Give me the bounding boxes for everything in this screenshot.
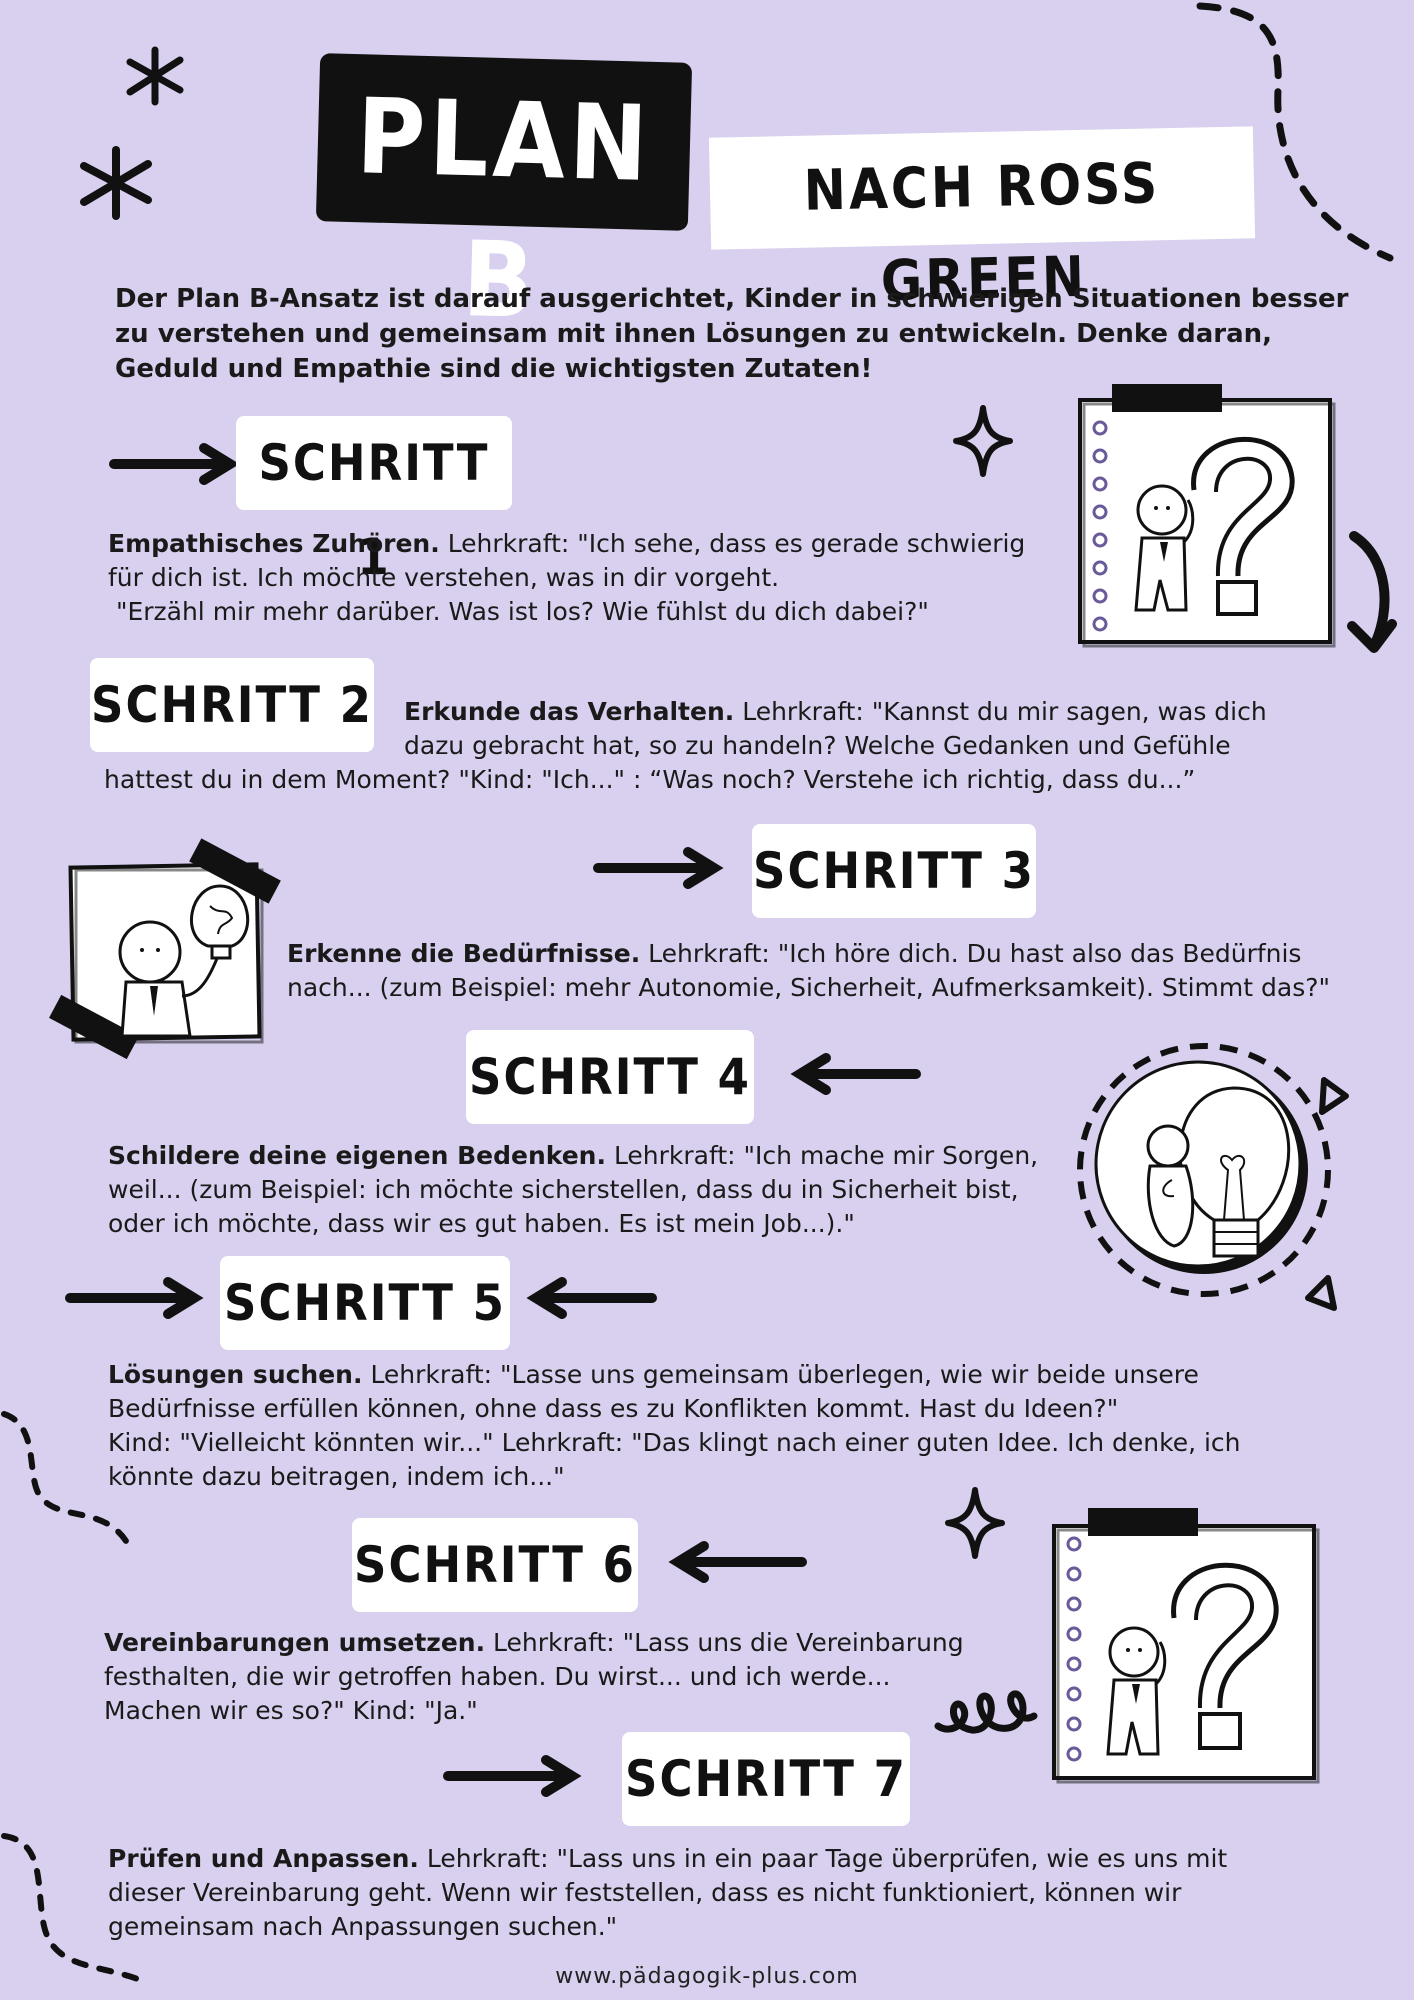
- asterisk-icon: [126, 46, 184, 106]
- arrow-icon: [65, 1277, 204, 1319]
- step-4-label: SCHRITT 4: [466, 1030, 754, 1124]
- step-7-heading: Prüfen und Anpassen.: [108, 1844, 419, 1873]
- step-2-label: SCHRITT 2: [90, 658, 374, 752]
- lightbulb-card-icon: [49, 838, 281, 1060]
- step-1-label: SCHRITT 1: [236, 416, 512, 586]
- step-5-label: SCHRITT 5: [220, 1256, 510, 1350]
- swirl-decoration: [934, 1690, 1038, 1734]
- step-5-heading: Lösungen suchen.: [108, 1360, 363, 1389]
- subtitle-banner: NACH ROSS GREEN: [708, 126, 1256, 314]
- intro-text: Der Plan B-Ansatz ist darauf ausgerichte…: [115, 284, 1349, 384]
- curved-arrow-icon: [1347, 531, 1397, 653]
- thinking-lightbulb-icon: [1077, 1043, 1349, 1311]
- dashed-curve-decoration: [1, 1411, 135, 1555]
- sparkle-icon: [945, 1487, 1005, 1559]
- asterisk-icon: [80, 146, 152, 220]
- step-4-heading: Schildere deine eigenen Bedenken.: [108, 1141, 606, 1170]
- step-2-text: Erkunde das Verhalten. Lehrkraft: "Kanns…: [104, 697, 1267, 794]
- step-4-text: Schildere deine eigenen Bedenken. Lehrkr…: [108, 1141, 1039, 1238]
- step-7-label: SCHRITT 7: [622, 1732, 910, 1826]
- step-7-text: Prüfen und Anpassen. Lehrkraft: "Lass un…: [108, 1844, 1228, 1941]
- arrow-icon: [526, 1277, 657, 1319]
- arrow-icon: [109, 443, 240, 485]
- step-3-text: Erkenne die Bedürfnisse. Lehrkraft: "Ich…: [287, 939, 1330, 1002]
- arrow-icon: [593, 847, 724, 889]
- sparkle-icon: [953, 405, 1013, 477]
- step-5-text: Lösungen suchen. Lehrkraft: "Lasse uns g…: [108, 1360, 1241, 1491]
- question-mark-card-icon: [1052, 1508, 1320, 1784]
- step-3-label: SCHRITT 3: [752, 824, 1036, 918]
- question-mark-card-icon: [1078, 384, 1336, 648]
- arrow-icon: [790, 1053, 921, 1095]
- arrow-icon: [668, 1541, 807, 1583]
- step-2-heading: Erkunde das Verhalten.: [404, 697, 735, 726]
- step-6-text: Vereinbarungen umsetzen. Lehrkraft: "Las…: [104, 1628, 964, 1725]
- step-1-text: Empathisches Zuhören. Lehrkraft: "Ich se…: [108, 529, 1026, 626]
- step-3-heading: Erkenne die Bedürfnisse.: [287, 939, 641, 968]
- dashed-curve-decoration: [1196, 2, 1394, 262]
- step-1-heading: Empathisches Zuhören.: [108, 529, 440, 558]
- step-6-heading: Vereinbarungen umsetzen.: [104, 1628, 486, 1657]
- dashed-curve-decoration: [1, 1833, 143, 1983]
- arrow-icon: [443, 1755, 582, 1797]
- step-6-label: SCHRITT 6: [352, 1518, 638, 1612]
- title-banner: PLAN B: [315, 53, 693, 342]
- footer-website: www.pädagogik-plus.com: [555, 1964, 859, 1989]
